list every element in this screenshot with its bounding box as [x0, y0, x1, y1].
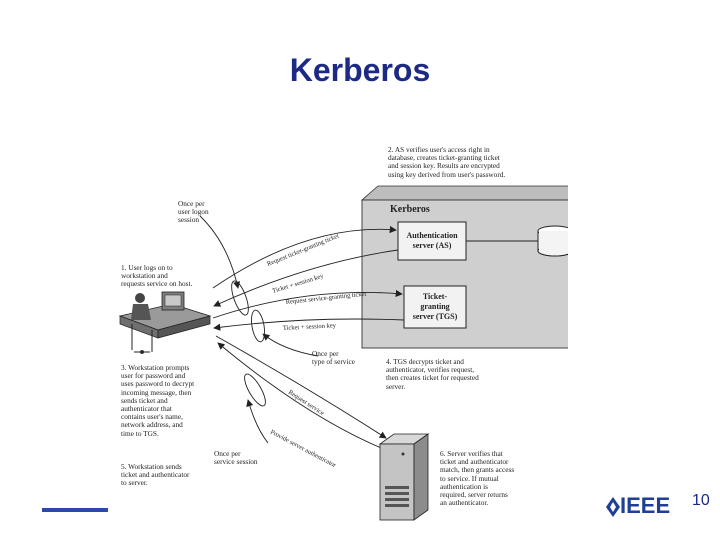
step-line: sends ticket and [121, 395, 168, 405]
tgs-label-3: server (TGS) [413, 312, 458, 321]
authentication-server: Authentication server (AS) [397, 221, 467, 261]
step-line: network address, and [121, 420, 183, 430]
ieee-logo-icon [606, 497, 620, 517]
step-line: authenticator that [121, 404, 172, 414]
tgs-label-2: granting [420, 302, 449, 311]
tgs-label-1: Ticket- [423, 292, 448, 301]
step-line: contains user's name, [121, 412, 183, 422]
footer-accent-bar [42, 508, 108, 512]
page-number: 10 [692, 492, 710, 509]
step-line: server. [386, 381, 406, 391]
step-line: match, then grants access [440, 465, 515, 475]
step-line: ticket and authenticator [121, 470, 190, 480]
step-line: 4. TGS decrypts ticket and [386, 357, 464, 366]
step-line: 2. AS verifies user's access right in [388, 145, 490, 154]
as-label-2: server (AS) [413, 241, 452, 250]
note-line: Once per [214, 449, 241, 458]
workstation-icon [118, 291, 212, 354]
arrow-label-ticket-key-1: Ticket + session key [272, 272, 326, 294]
flow-arrows [199, 215, 405, 451]
step-line: 1. User logs on to [121, 263, 173, 272]
step-line: user for password and [121, 371, 186, 381]
step-line: then creates ticket for requested [386, 373, 479, 383]
server-icon [378, 433, 430, 521]
note-line: Once per [178, 199, 205, 208]
once-per-service-session-note: Once per service session [214, 449, 258, 467]
arrow-label-request-sgt: Request service-granting ticket [285, 291, 366, 306]
once-per-service-type-note: Once per type of service [312, 349, 355, 367]
as-label-1: Authentication [406, 231, 458, 240]
step-line: using key derived from user's password. [388, 169, 506, 179]
step-2-text: 2. AS verifies user's access right in da… [388, 145, 506, 179]
note-line: type of service [312, 357, 355, 367]
arrow-label-ticket-key-2: Ticket + session key [283, 322, 337, 332]
step-line: an authenticator. [440, 498, 489, 508]
database-icon [537, 225, 573, 257]
step-line: uses password to decrypt [121, 379, 195, 389]
step-line: and session key. Results are encrypted [388, 161, 500, 171]
step-line: to server. [121, 478, 148, 488]
step-line: required, server returns [440, 490, 508, 500]
kerberos-diagram: Kerberos Authentication server (AS) Tick… [118, 138, 593, 523]
step-line: 5. Workstation sends [121, 462, 182, 471]
arrow-label-provide-auth: Provide server authenticator [269, 429, 338, 470]
step-4-text: 4. TGS decrypts ticket and authenticator… [386, 357, 479, 391]
step-line: ticket and authenticator [440, 457, 509, 467]
once-per-logon-note: Once per user logon session [178, 199, 209, 225]
kerberos-box-title: Kerberos [390, 204, 430, 215]
slide-title: Kerberos [289, 52, 431, 88]
step-line: incoming message, then [121, 387, 192, 397]
step-line: 3. Workstation prompts [121, 363, 190, 372]
step-3-text: 3. Workstation prompts user for password… [121, 363, 195, 438]
step-5-text: 5. Workstation sends ticket and authenti… [121, 462, 190, 488]
kerberos-server-box: Kerberos [360, 185, 593, 349]
ieee-logo-text: IEEE [620, 493, 671, 518]
arrow-label-request-tgt: Request ticket-granting ticket [266, 232, 340, 267]
note-line: user logon [178, 207, 209, 217]
ticket-granting-server: Ticket- granting server (TGS) [403, 285, 467, 329]
step-line: authentication is [440, 481, 489, 491]
note-line: service session [214, 457, 258, 467]
step-line: authenticator, verifies request, [386, 365, 475, 375]
step-line: database, creates ticket-granting ticket [388, 153, 500, 163]
step-line: time to TGS. [121, 428, 159, 438]
step-line: workstation and [121, 271, 168, 281]
step-1-text: 1. User logs on to workstation and reque… [121, 263, 193, 289]
note-line: Once per [312, 349, 339, 358]
step-line: 6. Server verifies that [440, 449, 503, 458]
step-line: to service. If mutual [440, 473, 499, 483]
step-6-text: 6. Server verifies that ticket and authe… [440, 449, 515, 508]
step-line: requests service on host. [121, 279, 193, 289]
arrow-label-request-service: Request service [287, 389, 325, 417]
note-line: session [178, 215, 200, 225]
